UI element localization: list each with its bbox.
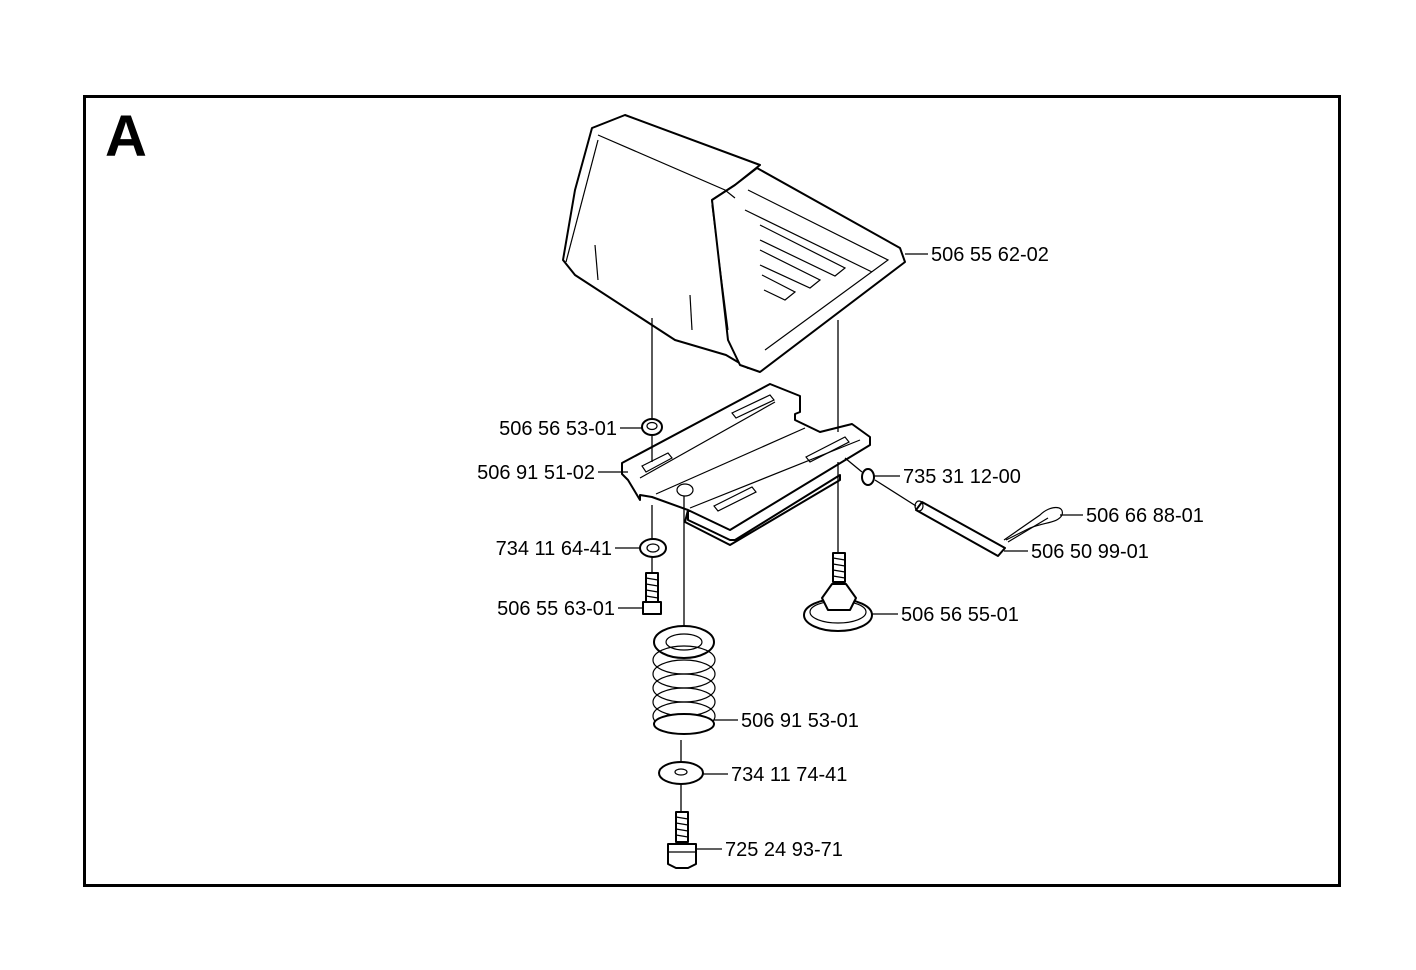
part-label-pin: 506 50 99-01 xyxy=(1031,541,1149,563)
callout-leaders xyxy=(598,253,1083,850)
part-label-bolt: 725 24 93-71 xyxy=(725,839,843,861)
seat-drawing xyxy=(562,114,906,373)
section-letter: A xyxy=(105,104,147,169)
washer-small-drawing xyxy=(639,538,667,558)
pin-drawing xyxy=(914,500,1006,557)
part-label-spring: 506 91 53-01 xyxy=(741,710,859,732)
washer-large-drawing xyxy=(658,761,704,785)
part-label-clip: 506 66 88-01 xyxy=(1086,505,1204,527)
knob-drawing xyxy=(803,552,873,632)
ring-drawing xyxy=(861,468,875,486)
part-label-knob: 506 56 55-01 xyxy=(901,604,1019,626)
screw-drawing xyxy=(642,572,662,615)
assembly-lines xyxy=(651,318,917,812)
part-label-washer-large: 734 11 74-41 xyxy=(731,764,847,786)
part-label-bracket: 506 91 51-02 xyxy=(477,462,595,484)
diagram-frame xyxy=(83,95,1341,887)
part-label-nut: 506 56 53-01 xyxy=(499,418,617,440)
part-label-screw: 506 55 63-01 xyxy=(497,598,615,620)
clip-drawing xyxy=(1003,506,1063,543)
bracket-drawing xyxy=(621,383,871,546)
part-label-ring: 735 31 12-00 xyxy=(903,466,1021,488)
spring-drawing xyxy=(652,625,716,735)
bolt-drawing xyxy=(667,811,697,869)
nut-drawing xyxy=(641,418,663,436)
part-label-seat: 506 55 62-02 xyxy=(931,244,1049,266)
part-label-washer-small: 734 11 64-41 xyxy=(496,538,612,560)
